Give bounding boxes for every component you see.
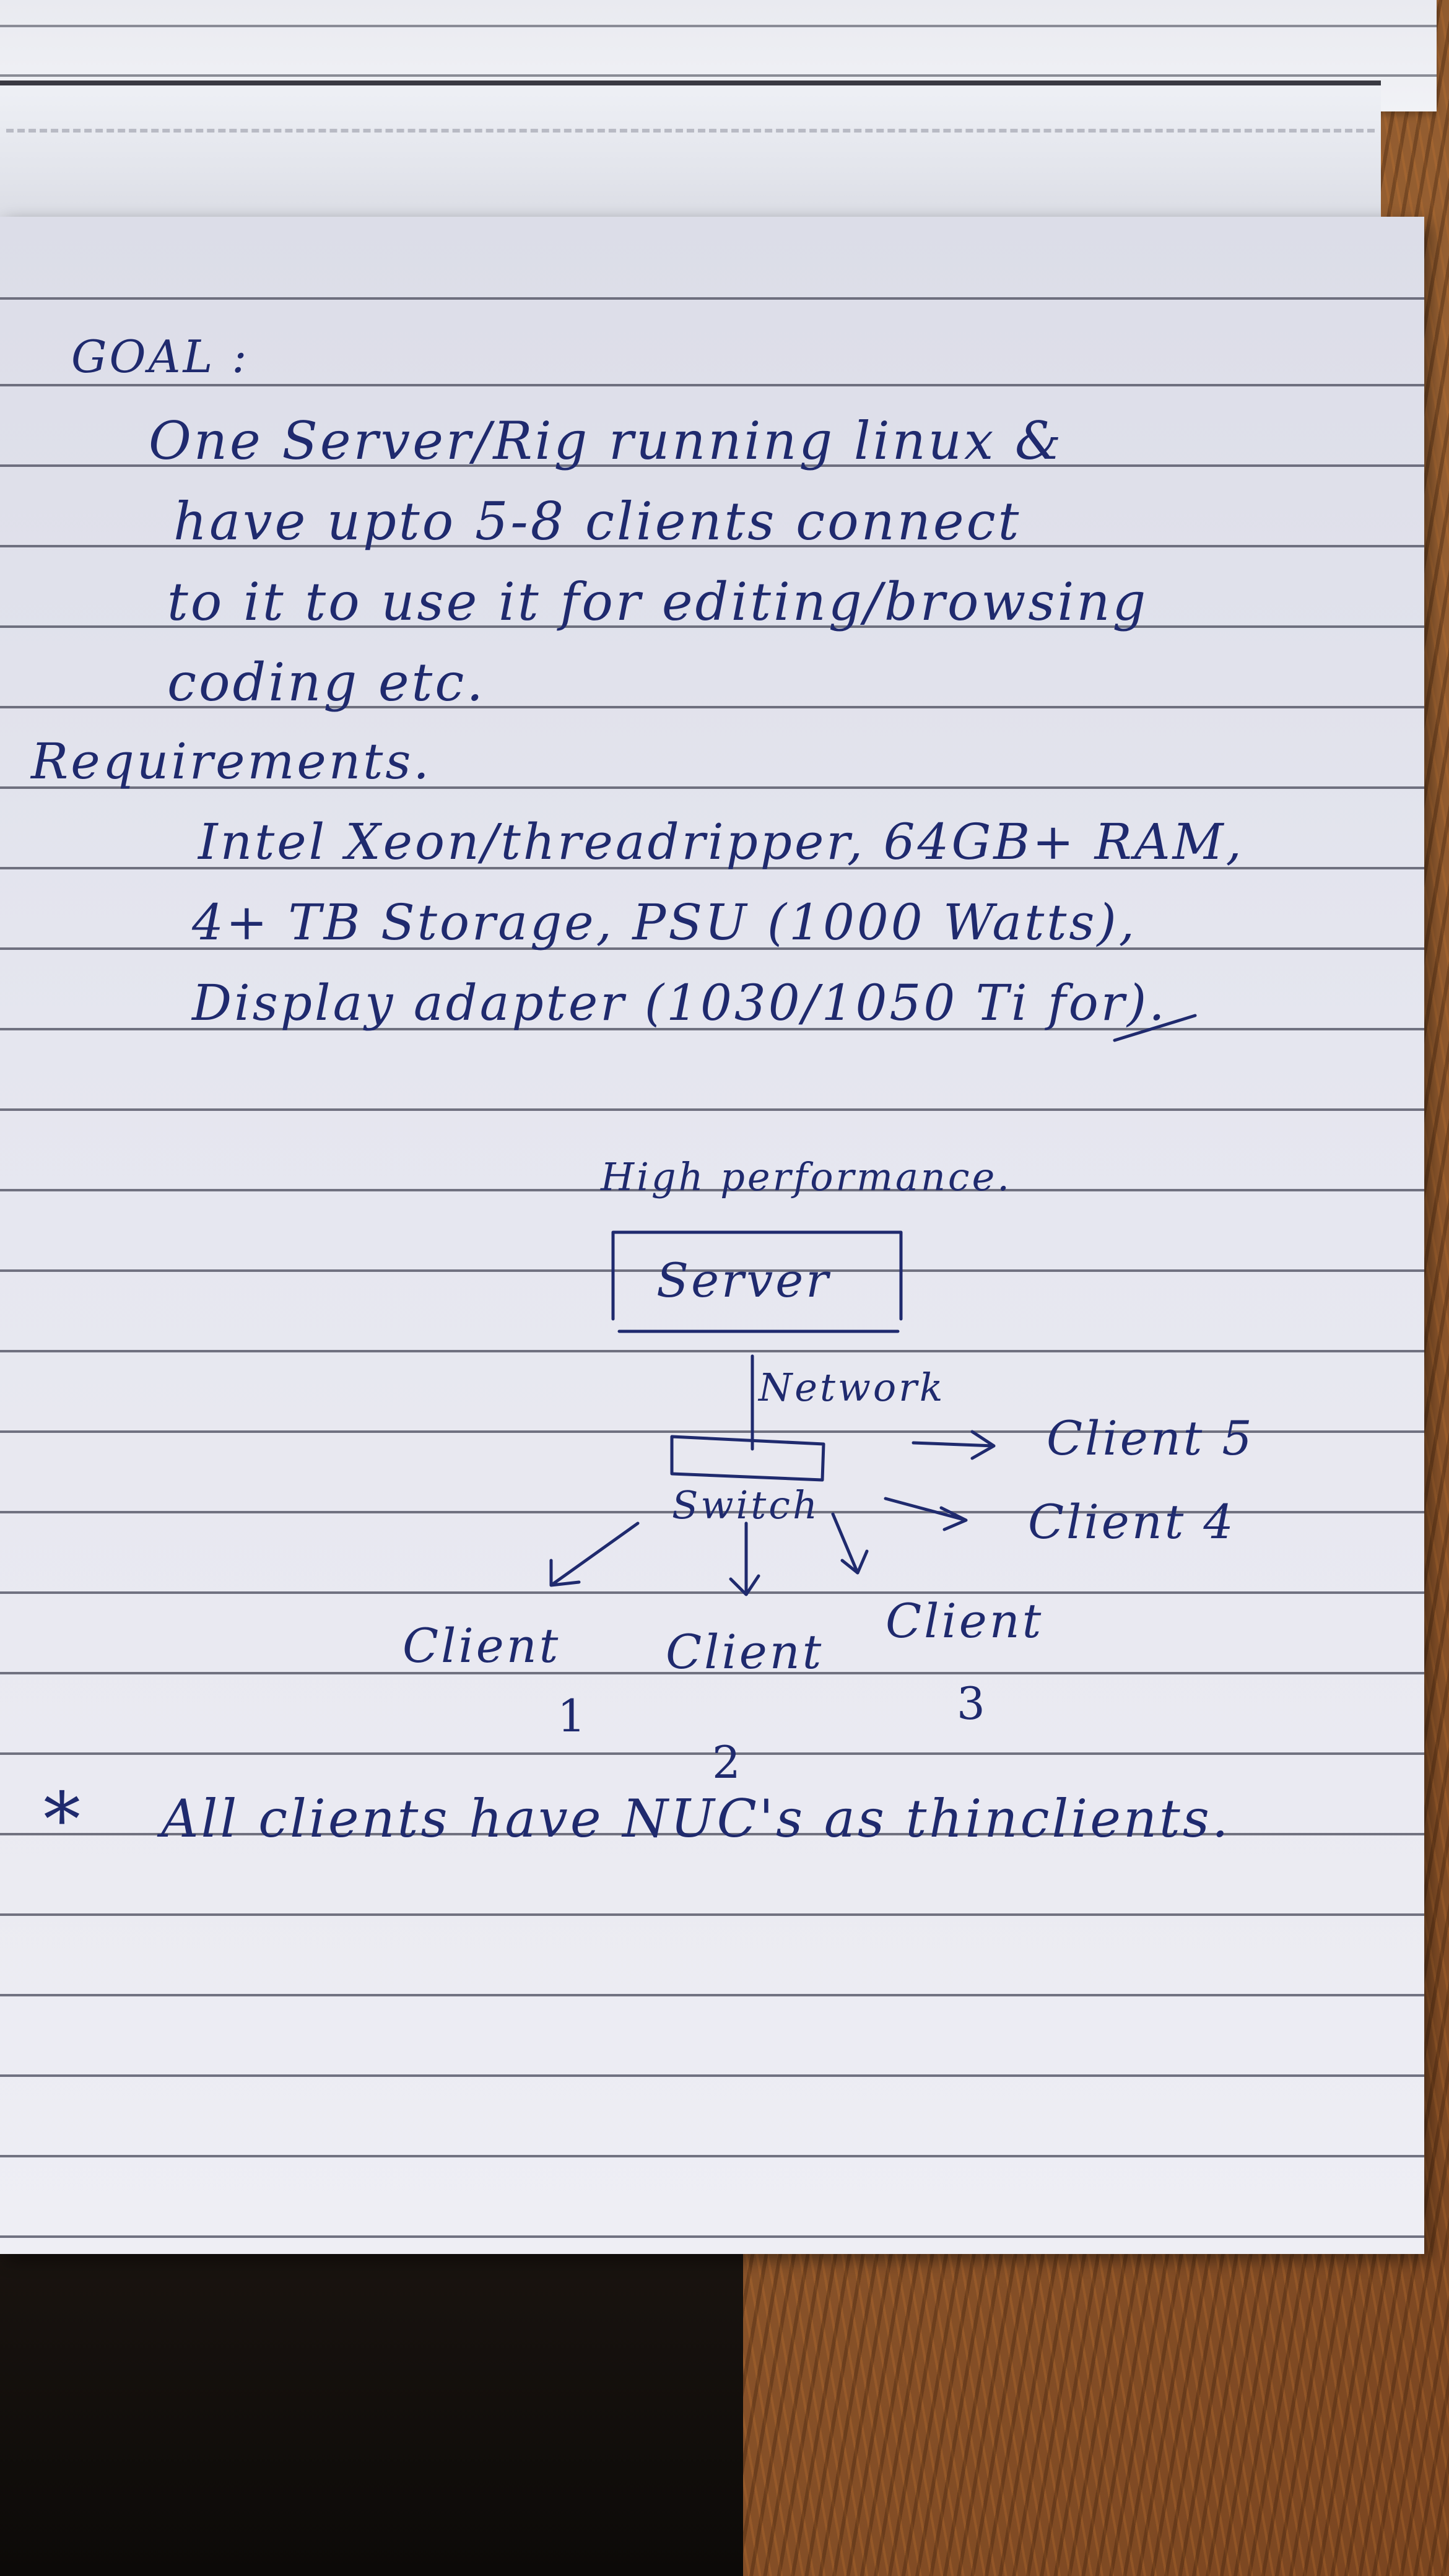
goal-line-2: have upto 5-8 clients connect xyxy=(173,491,1022,552)
client-2-number: 2 xyxy=(712,1736,743,1788)
client-3-label: Client xyxy=(886,1593,1044,1648)
switch-box xyxy=(670,1435,825,1482)
server-box xyxy=(611,1230,903,1333)
arrow-to-client-5 xyxy=(912,1430,996,1460)
arrow-to-client-1 xyxy=(549,1521,640,1587)
client-4-label: Client 4 xyxy=(1028,1494,1236,1549)
goal-line-1: One Server/Rig running linux & xyxy=(149,411,1064,471)
network-diagram-strokes xyxy=(549,1014,1197,1596)
client-2-label: Client xyxy=(666,1624,824,1679)
goal-line-3: to it to use it for editing/browsing xyxy=(167,572,1149,632)
arrow-to-client-4 xyxy=(884,1497,968,1531)
footnote-star: * xyxy=(43,1777,83,1863)
notepad-sheet: GOAL : One Server/Rig running linux & ha… xyxy=(0,217,1424,2254)
client-1-number: 1 xyxy=(557,1690,588,1742)
requirements-heading: Requirements. xyxy=(31,733,432,790)
perforation-line xyxy=(6,129,1375,133)
requirement-line-3: Display adapter (1030/1050 Ti for). xyxy=(192,974,1167,1032)
client-5-label: Client 5 xyxy=(1046,1411,1255,1466)
requirement-line-1: Intel Xeon/threadripper, 64GB+ RAM, xyxy=(198,813,1244,871)
requirement-line-2: 4+ TB Storage, PSU (1000 Watts), xyxy=(192,894,1138,951)
arrow-to-client-2 xyxy=(729,1521,760,1596)
client-3-number: 3 xyxy=(957,1677,988,1730)
dark-shadow-area xyxy=(0,2229,743,2576)
arrow-to-client-3 xyxy=(831,1512,869,1575)
switch-label: Switch xyxy=(672,1482,820,1528)
network-label: Network xyxy=(759,1365,946,1410)
footnote-text: All clients have NUC's as thinclients. xyxy=(161,1788,1231,1849)
goal-heading: GOAL : xyxy=(71,331,250,383)
notepad-binding-strip xyxy=(0,80,1381,228)
server-label: Server xyxy=(656,1253,831,1308)
strikethrough-for xyxy=(1113,1014,1197,1042)
server-caption: High performance. xyxy=(601,1154,1012,1199)
client-1-label: Client xyxy=(402,1618,561,1673)
goal-line-4: coding etc. xyxy=(167,652,486,713)
